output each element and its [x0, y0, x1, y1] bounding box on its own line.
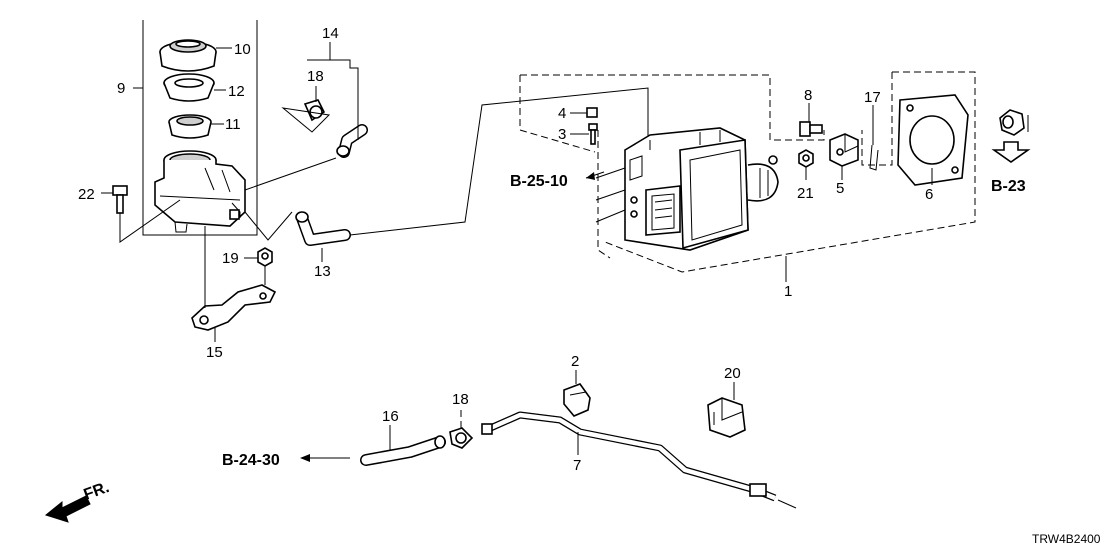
- nut-21: [798, 149, 814, 180]
- callout-15: 15: [206, 344, 223, 361]
- callout-13: 13: [314, 263, 331, 280]
- callout-17: 17: [864, 89, 881, 106]
- reference-b-23: B-23: [991, 178, 1026, 195]
- callout-14: 14: [322, 25, 339, 42]
- callout-16: 16: [382, 408, 399, 425]
- front-label: FR.: [82, 479, 112, 504]
- reference-b-25-10: B-25-10: [510, 173, 568, 190]
- pipe-7: [481, 411, 797, 509]
- callout-20: 20: [724, 365, 741, 382]
- callout-22: 22: [78, 186, 95, 203]
- callout-5: 5: [836, 180, 844, 197]
- reservoir-body: [154, 150, 246, 233]
- bolt-22: [101, 185, 181, 243]
- reference-b-24-30: B-24-30: [222, 452, 280, 469]
- callout-9: 9: [117, 80, 125, 97]
- reservoir-seal: [163, 73, 215, 102]
- hose-13: [295, 87, 649, 262]
- callout-11: 11: [225, 116, 241, 133]
- reservoir-group: [133, 20, 258, 236]
- modulator-unit: [624, 127, 779, 251]
- callout-18-bottom: 18: [452, 391, 469, 408]
- callout-7: 7: [573, 457, 581, 474]
- b23-arrow-icon: [991, 141, 1031, 163]
- modulator-group: [519, 71, 976, 282]
- mount-5: [829, 133, 859, 180]
- bleeder-screw-3: [570, 123, 598, 145]
- callout-10: 10: [234, 41, 251, 58]
- callout-6: 6: [925, 186, 933, 203]
- hose-clip-18-bottom: [449, 410, 474, 449]
- hose-14: [307, 42, 368, 158]
- front-direction-arrow: FR.: [44, 479, 112, 523]
- callout-3: 3: [558, 126, 566, 143]
- callout-8: 8: [804, 87, 812, 104]
- callout-4: 4: [558, 105, 566, 122]
- pin-17: [869, 105, 879, 171]
- callout-19: 19: [222, 250, 239, 267]
- callout-1: 1: [784, 283, 792, 300]
- diagram-code: TRW4B2400: [1032, 532, 1101, 546]
- bleeder-cap-4: [570, 107, 598, 118]
- b23-reference-part: [991, 109, 1031, 163]
- gasket-6: [897, 94, 969, 186]
- reservoir-cap: [159, 39, 217, 72]
- bolt-8: [799, 103, 823, 137]
- group-bracket-9: [142, 20, 258, 236]
- hose-clip-18-top: [281, 86, 331, 133]
- pipe-clamp-20: [707, 382, 746, 438]
- front-arrow-icon: [44, 495, 91, 523]
- bracket-15: [191, 226, 277, 342]
- b2510-arrow-icon: [586, 172, 595, 180]
- callout-18-top: 18: [307, 68, 324, 85]
- pipe-clip-2: [563, 370, 591, 417]
- hose-16: [360, 425, 446, 466]
- callout-2: 2: [571, 353, 579, 370]
- b2430-arrow-icon: [300, 454, 310, 462]
- reservoir-strainer: [168, 114, 212, 139]
- callout-12: 12: [228, 83, 245, 100]
- nut-19: [244, 247, 273, 267]
- callout-21: 21: [797, 185, 814, 202]
